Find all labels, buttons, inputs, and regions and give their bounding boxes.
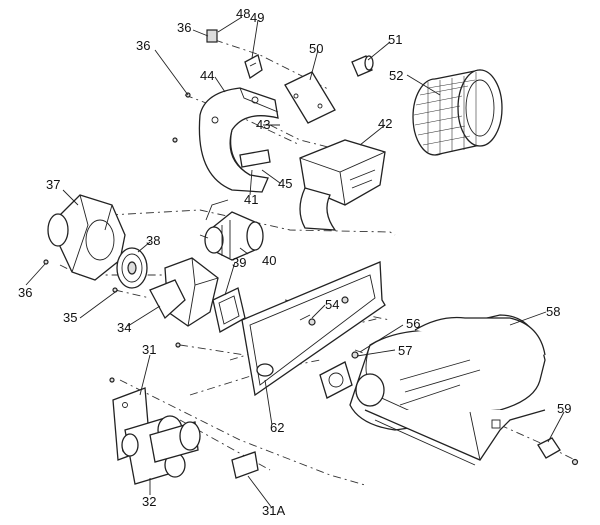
- part-57-fitting: [351, 351, 359, 359]
- callout-43: 43: [256, 117, 270, 132]
- callout-50: 50: [309, 41, 323, 56]
- callout-52: 52: [389, 68, 403, 83]
- callout-44: 44: [200, 68, 214, 83]
- callout-31: 31: [142, 342, 156, 357]
- part-31A-cover: [231, 451, 259, 479]
- callout-58: 58: [546, 304, 560, 319]
- part-50-cover-plate: [284, 71, 336, 124]
- callout-32: 32: [142, 494, 156, 509]
- callouts: 48 49 36 36 50 51 52 44 43 42 37 45 41 3…: [18, 6, 571, 518]
- callout-36-left: 36: [136, 38, 150, 53]
- part-54-screws: [308, 296, 349, 326]
- callout-59: 59: [557, 401, 571, 416]
- part-58-heat-exchanger: [349, 314, 546, 466]
- callout-49: 49: [250, 10, 264, 25]
- part-51-coupling: [351, 55, 374, 77]
- callout-34: 34: [117, 320, 131, 335]
- callout-51: 51: [388, 32, 402, 47]
- part-40-motor: [199, 199, 264, 261]
- part-49-bracket: [244, 54, 263, 80]
- part-34-combustion-housing: [149, 257, 219, 327]
- callout-42: 42: [378, 116, 392, 131]
- callout-38: 38: [146, 233, 160, 248]
- callout-39: 39: [232, 255, 246, 270]
- part-48-clip: [206, 29, 218, 43]
- part-44-blower-housing: [198, 87, 279, 193]
- callout-57: 57: [398, 343, 412, 358]
- part-52-blower-wheel: [412, 69, 503, 156]
- part-37-fan-housing: [47, 194, 126, 281]
- callout-45: 45: [278, 176, 292, 191]
- part-62-mounting-panel: [241, 261, 386, 397]
- callout-31A: 31A: [262, 503, 285, 518]
- callout-35: 35: [63, 310, 77, 325]
- part-59-valve: [537, 437, 579, 466]
- callout-36-top: 36: [177, 20, 191, 35]
- part-39-gasket: [212, 287, 246, 333]
- part-42-blower-housing: [299, 139, 386, 231]
- part-32-vent-pipes: [121, 415, 201, 485]
- leader-lines: [25, 16, 565, 509]
- part-38-fan-wheel: [116, 247, 148, 289]
- callout-62: 62: [270, 420, 284, 435]
- callout-54: 54: [325, 297, 339, 312]
- callout-56: 56: [406, 316, 420, 331]
- callout-36-bottom: 36: [18, 285, 32, 300]
- callout-41: 41: [244, 192, 258, 207]
- callout-40: 40: [262, 253, 276, 268]
- part-41-mount: [239, 149, 271, 168]
- part-56-gasket: [319, 361, 353, 399]
- callout-37: 37: [46, 177, 60, 192]
- callout-48: 48: [236, 6, 250, 21]
